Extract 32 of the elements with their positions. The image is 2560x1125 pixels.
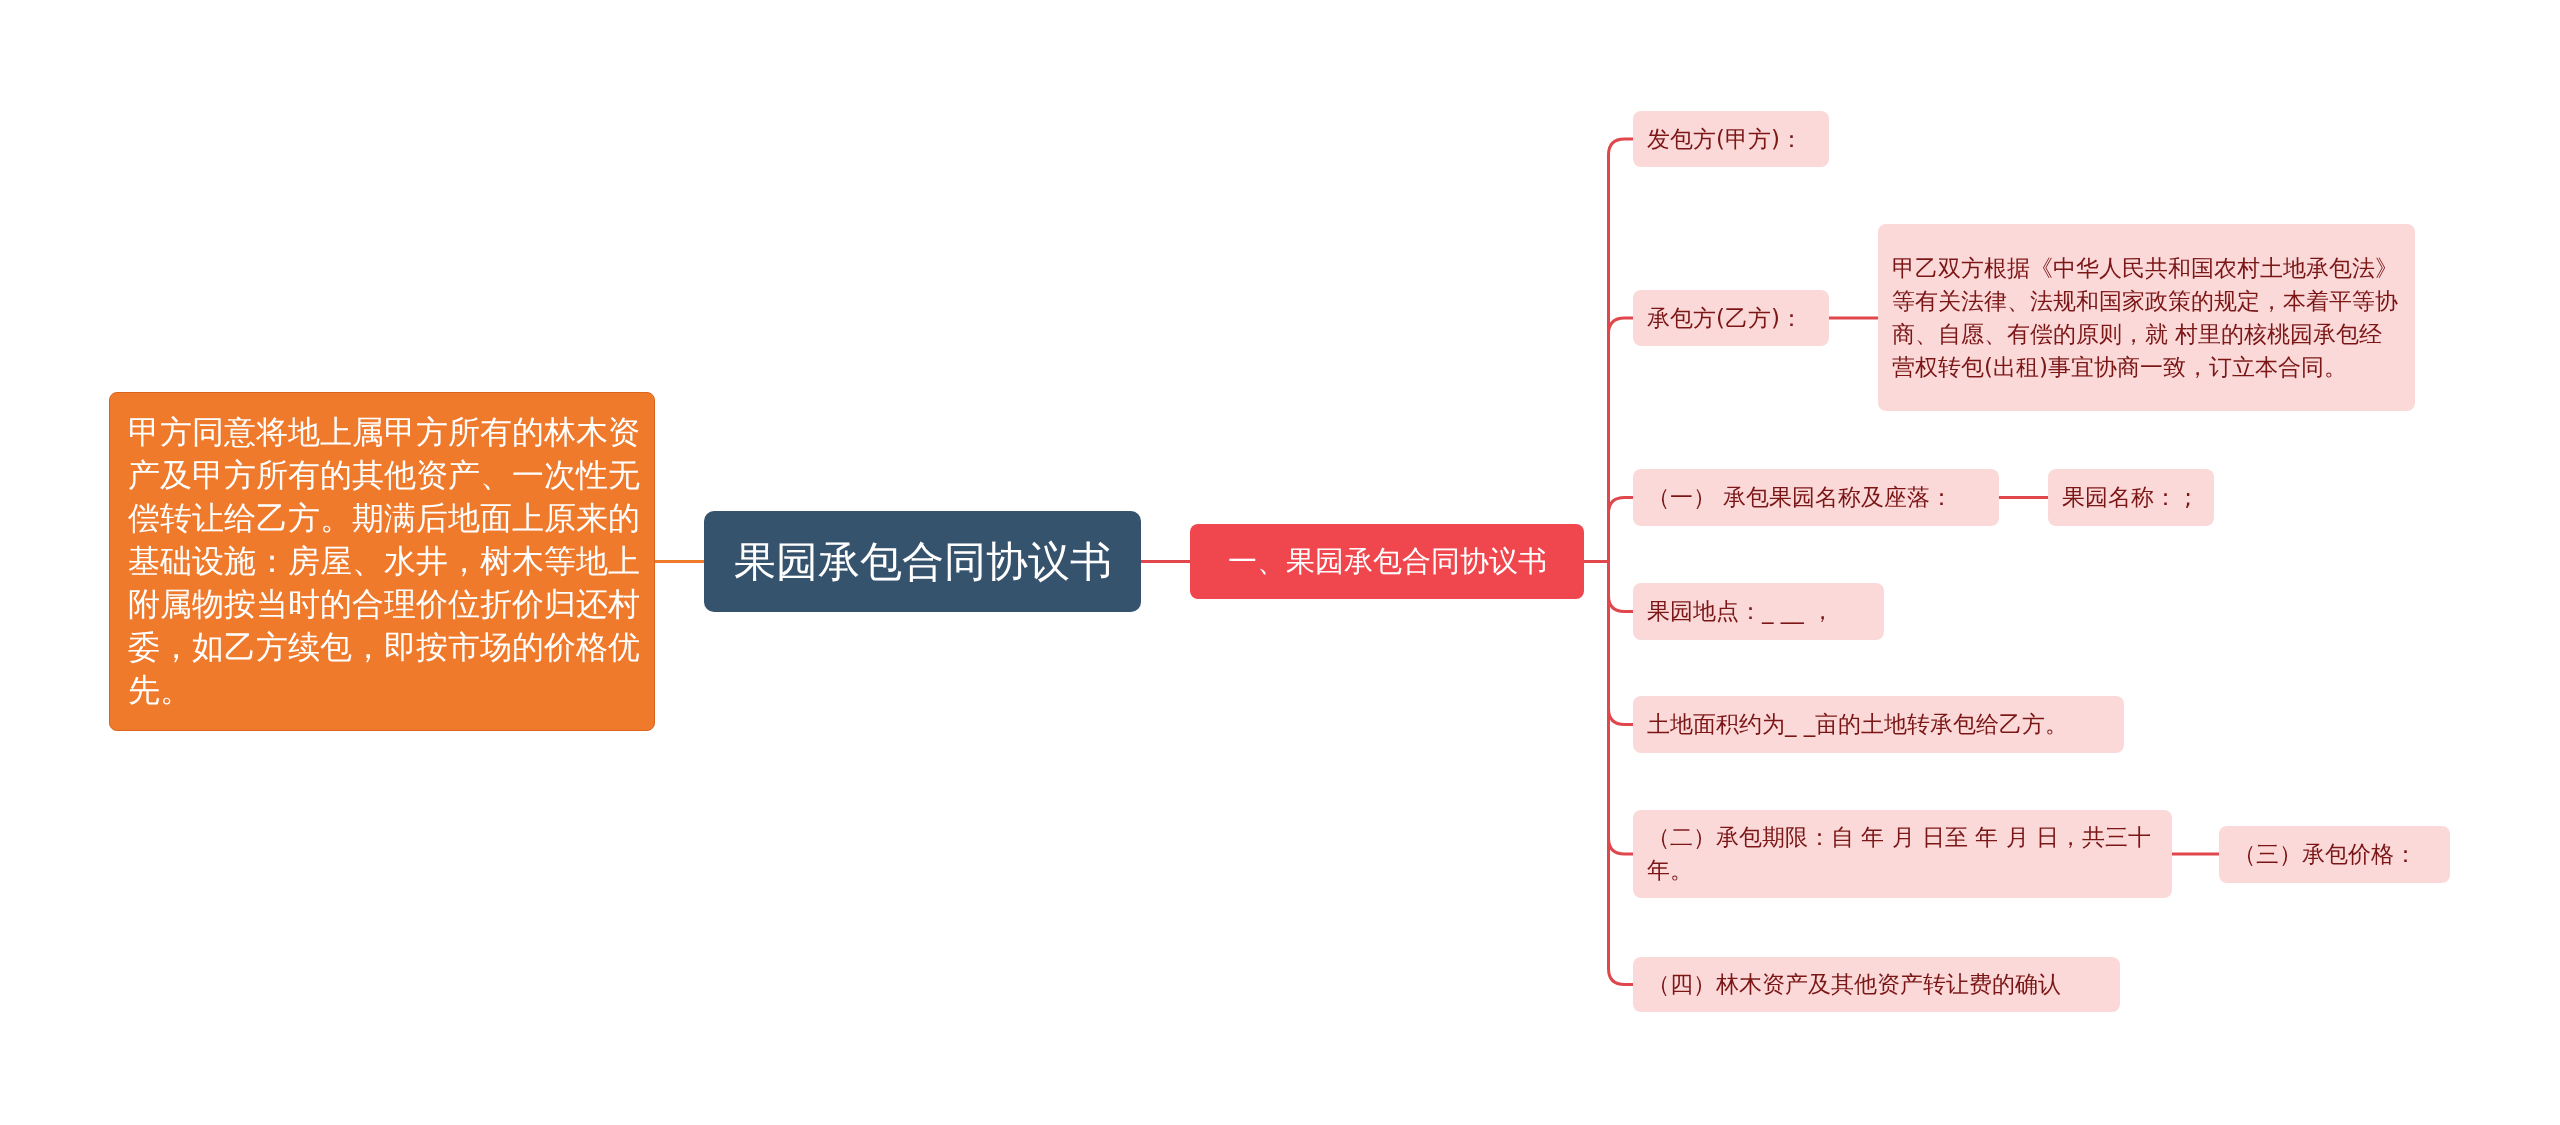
topic-text: （二）承包期限：自 年 月 日至 年 月 日，共三十年。 — [1647, 823, 2152, 885]
topic-text: （三）承包价格： — [2233, 840, 2417, 869]
topic-text: 甲方同意将地上属甲方所有的林木资产及甲方所有的其他资产、一次性无偿转让给乙方。期满后地面上原来的基础设施：房屋、水井，树木等地上附属物按当时的合理价位折价归还村委，如乙方续包，即按市场的价格优先。 — [128, 412, 640, 711]
topic-box — [1878, 224, 2415, 411]
topic-box — [1633, 810, 2172, 898]
connector-line — [1829, 316, 1878, 320]
topic-text: 果园名称： ; — [2062, 483, 2193, 512]
topic-text: 发包方(甲方)： — [1647, 124, 1803, 154]
topic-box — [2219, 826, 2450, 883]
topic-text: 甲乙双方根据《中华人民共和国农村土地承包法》等有关法律、法规和国家政策的规定，本着平等协商、自愿、有偿的原则，就 村里的核桃园承包经营权转包(出租)事宜协商一致，订立本合同。 — [1892, 253, 2399, 382]
topic-box — [1633, 469, 1999, 526]
topic-text: 果园地点：_ __ ， — [1647, 597, 1835, 626]
topic-box — [1633, 696, 2124, 753]
connector-line — [655, 560, 704, 563]
topic-box — [109, 392, 655, 731]
topic-text: 果园承包合同协议书 — [733, 535, 1112, 588]
topic-text: （一） 承包果园名称及座落： — [1647, 483, 1954, 512]
connector-line — [1999, 496, 2048, 499]
topic-box — [1190, 524, 1584, 599]
topic-box — [2048, 469, 2214, 526]
topic-box — [1633, 111, 1829, 167]
topic-box — [1633, 583, 1884, 640]
connector-line — [1584, 560, 1633, 986]
connector-line — [1141, 560, 1190, 563]
connector-line — [2172, 852, 2219, 856]
topic-box — [1633, 290, 1829, 346]
topic-box — [1633, 957, 2120, 1012]
topic-text: （四）林木资产及其他资产转让费的确认 — [1647, 970, 2061, 999]
topic-text: 土地面积约为_ _亩的土地转承包给乙方。 — [1647, 710, 2069, 739]
topic-text: 承包方(乙方)： — [1647, 303, 1803, 333]
central-topic — [704, 511, 1141, 612]
topic-text: 一、果园承包合同协议书 — [1227, 542, 1547, 580]
